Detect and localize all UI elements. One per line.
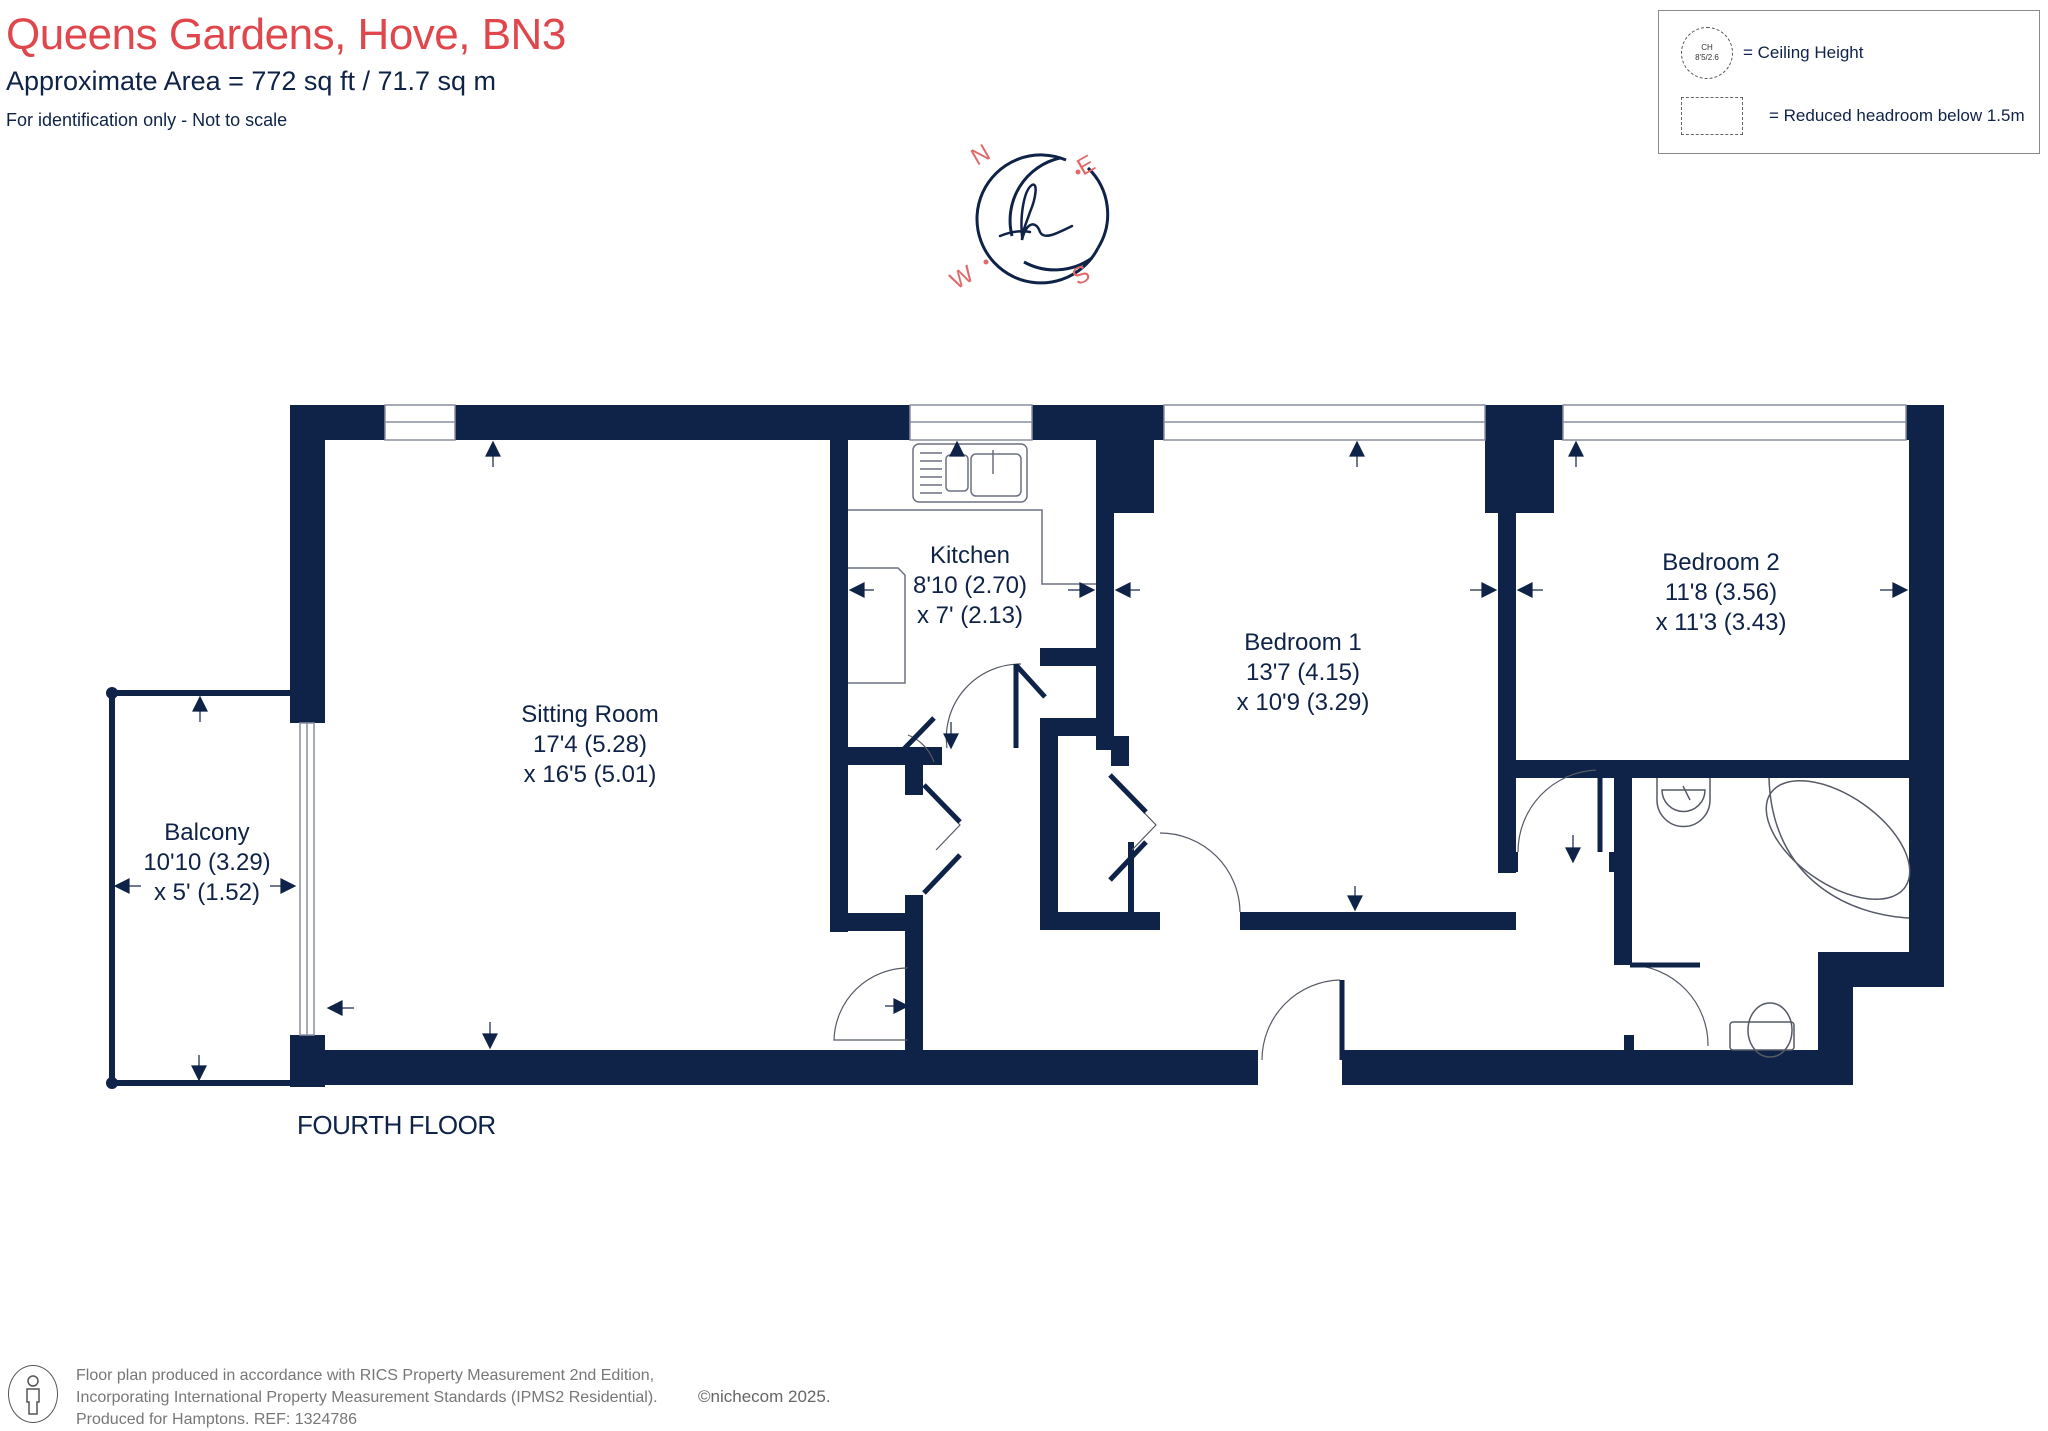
scale-note: For identification only - Not to scale [6,110,288,130]
balcony-outline [106,687,292,1089]
legend-headroom-row: = Reduced headroom below 1.5m [1681,97,2025,135]
balcony-dim2: x 5' (1.52) [154,879,260,906]
footer-line1: Floor plan produced in accordance with R… [76,1367,655,1384]
approximate-area: Approximate Area = 772 sq ft / 71.7 sq m [6,66,497,96]
kitchen-name: Kitchen [930,542,1010,569]
ceiling-height-icon: CH 8'5/2.6 [1681,27,1733,79]
reduced-headroom-icon [1681,97,1743,135]
footer: Floor plan produced in accordance with R… [8,1365,658,1431]
bedroom1-name: Bedroom 1 [1244,629,1361,656]
sitting-room-dim1: 17'4 (5.28) [533,731,647,758]
compass-west: W [946,260,979,295]
kitchen-dim1: 8'10 (2.70) [913,572,1027,599]
bedroom1-dim1: 13'7 (4.15) [1246,659,1360,686]
bedroom1-dim2: x 10'9 (3.29) [1237,689,1370,716]
bedroom2-dim1: 11'8 (3.56) [1665,579,1777,606]
legend-ceiling-row: CH 8'5/2.6 = Ceiling Height [1681,27,1864,79]
bedroom2-dim2: x 11'3 (3.43) [1656,609,1787,636]
kitchen-dim2: x 7' (2.13) [917,602,1023,629]
footer-line2: Incorporating International Property Mea… [76,1389,658,1406]
footer-line3: Produced for Hamptons. REF: 1324786 [76,1411,358,1428]
balcony-name: Balcony [164,819,249,846]
windows [299,404,1907,1036]
kitchen-fittings [848,443,1096,684]
sitting-room-dim2: x 16'5 (5.01) [524,761,657,788]
door-leaves [901,663,1700,1060]
bathroom-fittings [1656,777,1911,1058]
dimension-arrows [113,440,1909,1082]
ceiling-symbol-bottom: 8'5/2.6 [1695,53,1719,62]
bedroom2-name: Bedroom 2 [1662,549,1779,576]
floor-label: FOURTH FLOOR [297,1110,496,1140]
legend-box: CH 8'5/2.6 = Ceiling Height = Reduced he… [1658,10,2040,154]
property-title: Queens Gardens, Hove, BN3 [6,10,566,59]
ceiling-height-label: = Ceiling Height [1743,43,1864,62]
reduced-headroom-label: = Reduced headroom below 1.5m [1769,106,2025,125]
footer-text: Floor plan produced in accordance with R… [76,1365,658,1431]
person-icon [8,1365,58,1423]
balcony-dim1: 10'10 (3.29) [143,849,270,876]
walls [290,405,1944,1087]
compass-north: N [967,139,996,171]
sitting-room-name: Sitting Room [521,701,658,728]
copyright: ©nichecom 2025. [698,1387,831,1406]
ceiling-symbol-top: CH [1701,43,1713,52]
door-swings [833,663,1709,1061]
room-labels: Sitting Room 17'4 (5.28) x 16'5 (5.01) K… [143,542,1786,906]
compass-south: S [1068,260,1095,291]
compass-logo: N E W S [946,139,1110,295]
